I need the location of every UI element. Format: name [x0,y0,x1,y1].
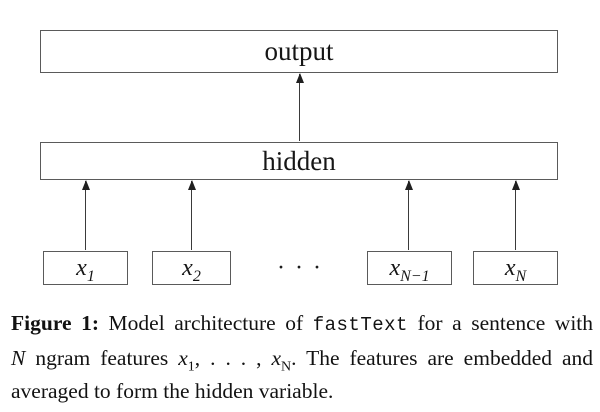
input-box-x1: x1 [43,251,128,285]
hidden-to-output-arrow [296,73,305,141]
caption-var-n: N [11,346,26,370]
fasttext-code-text: fastText [312,314,408,336]
input-label-x2: x2 [182,254,201,285]
caption-line-3: averaged to form the hidden variable. [11,379,334,403]
caption-text-sentence: for a sentence with [417,311,594,335]
input-xn-to-hidden-arrow [512,180,521,250]
caption-math-xn: xN. The features are embedded and [271,346,594,375]
input-box-x2: x2 [152,251,231,285]
caption-figure-label: Figure 1: [11,311,99,335]
caption-text-ngram: ngram features [35,346,169,370]
hidden-layer-box: hidden [40,142,558,180]
input-box-xn: xN [473,251,558,285]
input-label-x1: x1 [76,254,95,285]
input-x2-to-hidden-arrow [188,180,197,250]
output-layer-box: output [40,30,558,73]
figure-caption: Figure 1: Model architecture of fastText… [11,307,593,408]
caption-math-x1: x1, . . . , [178,346,262,375]
hidden-layer-label: hidden [262,145,336,176]
input-label-xn: xN [504,254,527,285]
input-label-xn-1: xN−1 [389,254,430,285]
caption-line-2: N ngram features x1, . . . , xN. The fea… [11,342,593,375]
caption-line-1: Figure 1: Model architecture of fastText… [11,307,593,342]
ellipsis-dots: · · · [277,254,323,281]
output-layer-label: output [264,36,334,66]
input-xn-1-to-hidden-arrow [405,180,414,250]
caption-text-architecture: Model architecture of [108,311,304,335]
input-x1-to-hidden-arrow [82,180,91,250]
input-box-xn-1: xN−1 [367,251,452,285]
